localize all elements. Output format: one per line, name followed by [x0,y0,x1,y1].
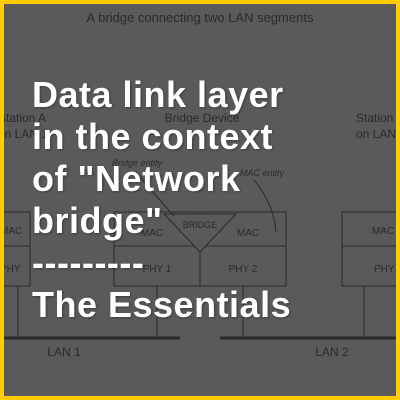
lan1-label: LAN 1 [47,345,81,359]
station-a-label-line2: on LAN 1 [4,127,48,141]
bridge-diagram: A bridge connecting two LAN segments Sta… [4,10,396,359]
station-a-phy-label: PHY [4,264,21,275]
bridge-entity-pointer [135,171,175,217]
bridge-phy-left-label: PHY 1 [143,264,172,275]
station-a-phy-box [4,245,31,287]
mac-entity-pointer [253,179,277,233]
lan2-label: LAN 2 [315,345,349,359]
mac-entity-label: MAC entity [240,168,285,178]
bridge-device-label: Bridge Device [165,111,240,125]
title-line-3: of "Network [32,158,241,199]
station-b-phy-label: PHY [374,264,395,275]
title-divider: --------- [32,242,145,283]
diagram-caption: A bridge connecting two LAN segments [87,10,314,25]
bridge-relay-triangle [162,213,238,253]
station-b-label-line1: Station [356,111,393,125]
station-b-phy-box [341,245,396,287]
station-b-mac-label: MAC [372,226,394,237]
thumbnail-background: A bridge connecting two LAN segments Sta… [4,4,396,396]
title-line-6: The Essentials [32,284,292,325]
station-a-label-line1: Station A [4,111,46,125]
bridge-phy-right-label: PHY 2 [229,264,258,275]
station-b-label-line2: on LAN [356,127,396,141]
bridge-mac-left-label: MAC [141,228,163,239]
bridge-mac-right-label: MAC [237,228,259,239]
bridge-relay-label: BRIDGE [183,220,218,230]
title-overlay: Data link layer in the context of "Netwo… [32,74,372,326]
title-line-1: Data link layer [32,74,284,115]
title-line-2: in the context [32,116,274,157]
title-line-4: bridge" [32,200,163,241]
station-a-mac-label: MAC [4,226,22,237]
bridge-entity-label: Bridge entity [112,158,163,168]
